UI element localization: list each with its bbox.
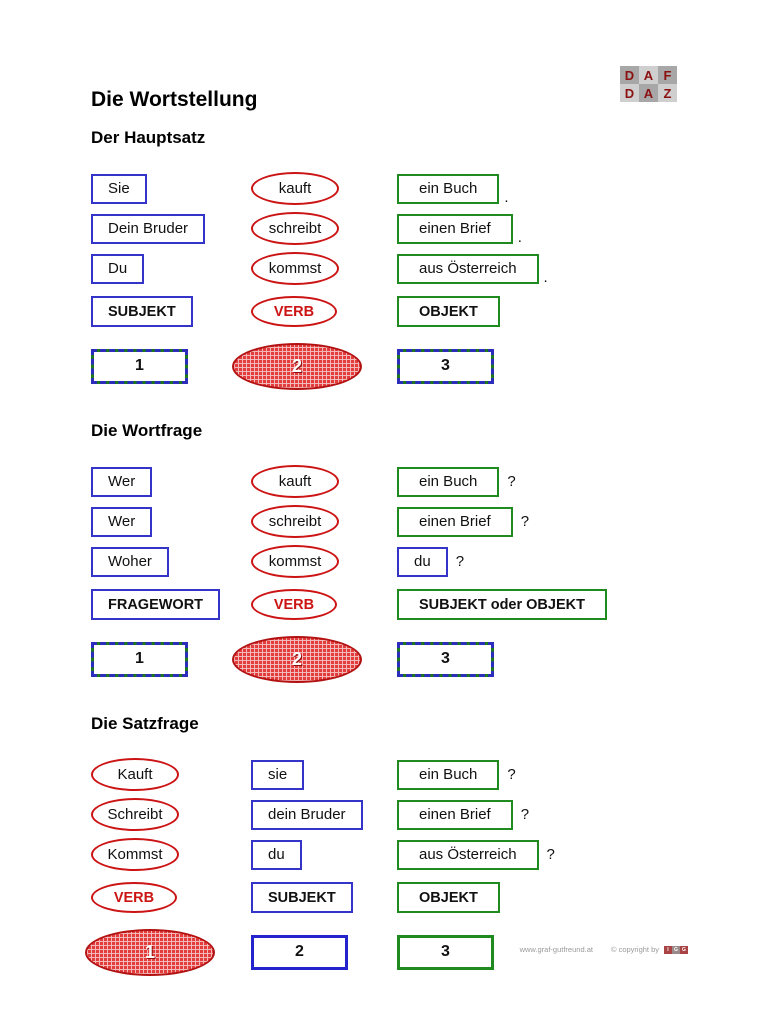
verb-label: VERB — [251, 589, 337, 620]
igg-logo-icon: I G G — [664, 945, 688, 954]
content: Die Wortstellung Der Hauptsatz Sie kauft… — [85, 88, 731, 1007]
position-number-box: 1 — [91, 641, 188, 677]
section-hauptsatz: Der Hauptsatz Sie kauft ein Buch. Dein B… — [91, 128, 731, 390]
position-number-box: 1 — [91, 348, 188, 384]
position-number-oval: 2 — [232, 342, 362, 390]
punctuation: ? — [520, 806, 530, 823]
object-box: aus Österreich — [397, 253, 539, 284]
section-satzfrage: Die Satzfrage Kauft sie ein Buch? Schrei… — [85, 714, 731, 976]
punctuation: . — [504, 188, 509, 206]
footer-copyright: © copyright by — [610, 945, 659, 954]
verb-oval: kauft — [251, 172, 339, 205]
logo-letter: F — [658, 66, 677, 84]
sentence-row: Schreibt dein Bruder einen Brief? — [91, 798, 731, 831]
subject-box: sie — [251, 759, 305, 790]
section-heading: Die Satzfrage — [91, 714, 199, 733]
position-number-box: 3 — [397, 641, 494, 677]
footer: www.graf-gutfreund.at © copyright by I G… — [520, 945, 688, 954]
sentence-row: Dein Bruder schreibt einen Brief. — [91, 212, 731, 245]
position-number-box: 2 — [251, 934, 348, 970]
verb-oval: Schreibt — [91, 798, 179, 831]
daf-daz-logo-icon: D A F D A Z — [620, 66, 677, 102]
subject-label: SUBJEKT — [251, 882, 353, 913]
label-row: VERB SUBJEKT OBJEKT — [91, 882, 731, 913]
sentence-row: Woher kommst du? — [91, 545, 731, 578]
subject-box: Dein Bruder — [91, 213, 206, 244]
position-number-oval: 1 — [85, 928, 215, 976]
label-row: SUBJEKT VERB OBJEKT — [91, 296, 731, 327]
page-title: Die Wortstellung — [91, 88, 258, 111]
punctuation: . — [517, 228, 522, 246]
punctuation: ? — [507, 766, 516, 783]
question-word-label: FRAGEWORT — [91, 589, 221, 620]
question-word-box: Wer — [91, 466, 153, 497]
verb-oval: kommst — [251, 252, 339, 285]
object-box: ein Buch — [397, 173, 500, 204]
verb-oval: schreibt — [251, 212, 339, 245]
logo-letter: G — [672, 945, 680, 954]
number-row: 1 2 3 — [91, 342, 731, 390]
question-word-box: Wer — [91, 506, 153, 537]
sentence-row: Wer kauft ein Buch? — [91, 465, 731, 498]
section-heading: Die Wortfrage — [91, 421, 203, 440]
logo-letter: A — [639, 66, 658, 84]
number-row: 1 2 3 — [91, 635, 731, 683]
verb-oval: kommst — [251, 545, 339, 578]
subject-or-object-label: SUBJEKT oder OBJEKT — [397, 589, 607, 620]
footer-url: www.graf-gutfreund.at — [519, 945, 593, 954]
subject-box: dein Bruder — [251, 799, 363, 830]
object-box: ein Buch — [397, 759, 500, 790]
object-label: OBJEKT — [397, 296, 500, 327]
verb-oval: Kommst — [91, 838, 179, 871]
logo-letter: A — [639, 84, 658, 102]
number-row: 1 2 3 — [85, 928, 731, 976]
sentence-row: Du kommst aus Österreich. — [91, 252, 731, 285]
verb-label: VERB — [91, 882, 177, 913]
sentence-row: Kommst du aus Österreich? — [91, 838, 731, 871]
punctuation: ? — [455, 553, 465, 570]
punctuation: ? — [507, 473, 516, 490]
logo-letter: D — [620, 84, 639, 102]
punctuation: . — [543, 268, 548, 286]
sentence-row: Sie kauft ein Buch. — [91, 172, 731, 205]
subject-label: SUBJEKT — [91, 296, 193, 327]
object-box: einen Brief — [397, 506, 513, 537]
section-heading: Der Hauptsatz — [91, 128, 206, 147]
position-number-box: 3 — [397, 934, 494, 970]
label-row: FRAGEWORT VERB SUBJEKT oder OBJEKT — [91, 589, 731, 620]
object-box: einen Brief — [397, 213, 513, 244]
verb-oval: schreibt — [251, 505, 339, 538]
subject-box: du — [251, 839, 302, 870]
section-wortfrage: Die Wortfrage Wer kauft ein Buch? Wer sc… — [91, 421, 731, 683]
punctuation: ? — [520, 513, 530, 530]
object-box: einen Brief — [397, 799, 513, 830]
logo-letter: G — [680, 945, 688, 954]
sentence-row: Kauft sie ein Buch? — [91, 758, 731, 791]
sentence-row: Wer schreibt einen Brief? — [91, 505, 731, 538]
subject-box: Du — [91, 253, 145, 284]
logo-letter: Z — [658, 84, 677, 102]
verb-oval: kauft — [251, 465, 339, 498]
logo-letter: D — [620, 66, 639, 84]
object-box: ein Buch — [397, 466, 500, 497]
subject-box: Sie — [91, 173, 147, 204]
logo-letter: I — [664, 945, 672, 954]
object-box: aus Österreich — [397, 839, 539, 870]
verb-label: VERB — [251, 296, 337, 327]
verb-oval: Kauft — [91, 758, 179, 791]
subject-box: du — [397, 546, 448, 577]
position-number-oval: 2 — [232, 635, 362, 683]
question-word-box: Woher — [91, 546, 169, 577]
object-label: OBJEKT — [397, 882, 500, 913]
position-number-box: 3 — [397, 348, 494, 384]
punctuation: ? — [546, 846, 555, 863]
